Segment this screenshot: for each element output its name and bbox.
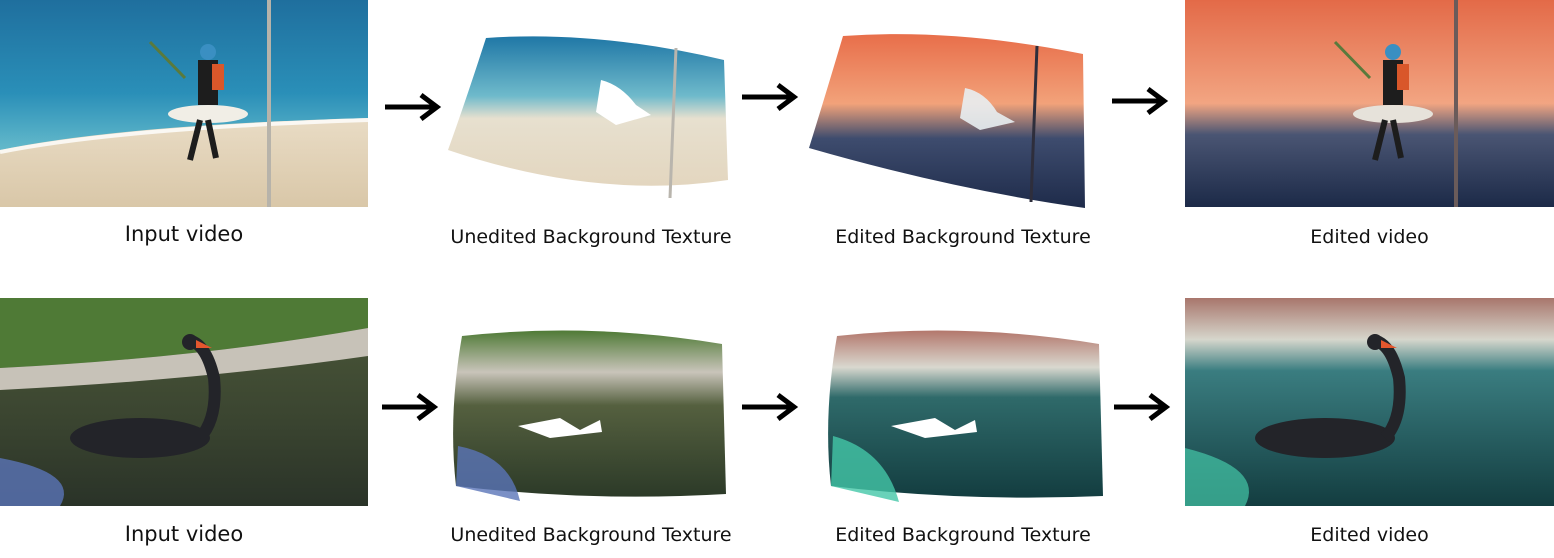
- unedited-texture-atlas: [450, 326, 730, 506]
- kitesurfer-figure: [1333, 40, 1433, 161]
- edited-texture-label: Edited Background Texture: [835, 524, 1091, 546]
- edited-texture-atlas: [805, 30, 1089, 210]
- arrow-right-icon: [382, 393, 439, 421]
- edited-video-label: Edited video: [1310, 524, 1429, 546]
- input-video-frame: [0, 298, 368, 506]
- arrow-right-icon: [1112, 87, 1169, 115]
- arrow-right-icon: [1114, 393, 1171, 421]
- swan-figure: [70, 334, 221, 458]
- edited-video-label: Edited video: [1310, 226, 1429, 248]
- pipeline-row-swan: Input video Unedited Background Texture: [0, 298, 1554, 558]
- edited-texture-atlas: [825, 326, 1107, 506]
- edited-video-frame: [1185, 0, 1554, 207]
- input-video-frame: [0, 0, 368, 207]
- kitesurfer-figure: [148, 40, 248, 161]
- swan-figure: [1255, 334, 1406, 458]
- unedited-texture-label: Unedited Background Texture: [450, 226, 732, 248]
- input-video-label: Input video: [124, 522, 244, 546]
- unedited-texture-label: Unedited Background Texture: [450, 524, 732, 546]
- edited-video-frame: [1185, 298, 1554, 506]
- edited-texture-label: Edited Background Texture: [835, 226, 1091, 248]
- arrow-right-icon: [742, 393, 799, 421]
- unedited-texture-atlas: [446, 30, 730, 210]
- arrow-right-icon: [742, 83, 799, 111]
- arrow-right-icon: [385, 93, 442, 121]
- pipeline-row-kitesurf: Input video Unedited Background Texture: [0, 0, 1554, 260]
- input-video-label: Input video: [124, 222, 244, 246]
